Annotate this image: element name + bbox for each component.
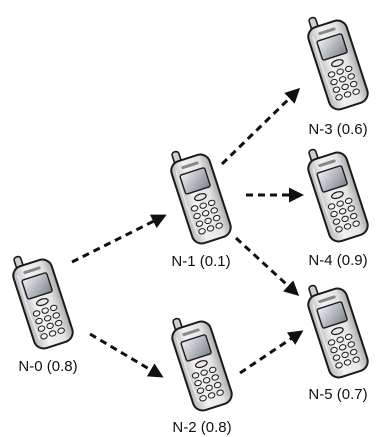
mobile-phone-icon: [12, 255, 74, 350]
edge-n0-n2: [89, 332, 164, 378]
node-n4: N-4 (0.9): [307, 148, 369, 269]
node-n1: N-1 (0.1): [170, 150, 232, 270]
mobile-phone-icon: [171, 317, 233, 412]
node-label: N-5 (0.7): [308, 386, 367, 403]
mobile-phone-icon: [170, 150, 232, 245]
mobile-phone-icon: [307, 284, 369, 379]
edge-n1-n3: [220, 87, 301, 166]
edges-layer: [71, 87, 304, 378]
node-label: N-0 (0.8): [18, 358, 77, 375]
edge-n1-n5: [234, 236, 300, 297]
node-n2: N-2 (0.8): [171, 317, 233, 436]
edge-n2-n5: [239, 330, 304, 375]
node-label: N-4 (0.9): [308, 252, 367, 269]
node-n3: N-3 (0.6): [307, 16, 369, 138]
node-label: N-2 (0.8): [172, 419, 231, 436]
node-label: N-3 (0.6): [308, 121, 367, 138]
mobile-phone-icon: [307, 148, 369, 243]
mobile-phone-icon: [307, 16, 369, 111]
node-n5: N-5 (0.7): [307, 284, 369, 403]
node-label: N-1 (0.1): [171, 253, 230, 270]
node-n0: N-0 (0.8): [12, 255, 78, 375]
edge-n0-n1: [71, 214, 167, 264]
